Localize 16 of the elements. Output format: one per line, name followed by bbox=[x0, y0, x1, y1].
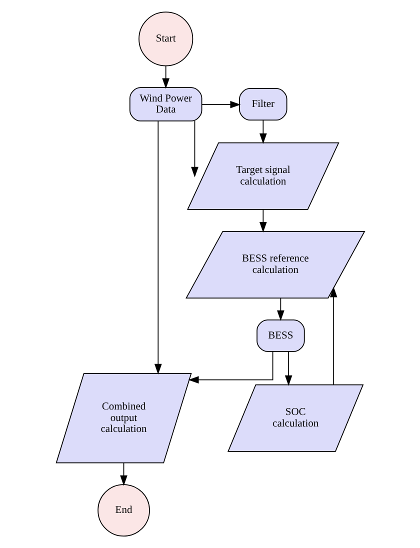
arrow bbox=[258, 209, 266, 232]
arrow bbox=[162, 65, 170, 89]
node-circle: End bbox=[97, 484, 150, 536]
node-circle: Start bbox=[138, 12, 193, 66]
arrow bbox=[120, 462, 127, 486]
arrow bbox=[200, 100, 240, 108]
arrow bbox=[276, 298, 284, 321]
arrow bbox=[188, 351, 273, 384]
arrow bbox=[284, 351, 292, 386]
arrow bbox=[258, 120, 266, 144]
arrow bbox=[154, 120, 162, 374]
arrow bbox=[190, 120, 198, 178]
node-box: Filter bbox=[238, 88, 287, 120]
arrow bbox=[329, 286, 337, 385]
node-box: Wind Power Data bbox=[128, 87, 202, 122]
node-box: BESS bbox=[256, 320, 304, 352]
